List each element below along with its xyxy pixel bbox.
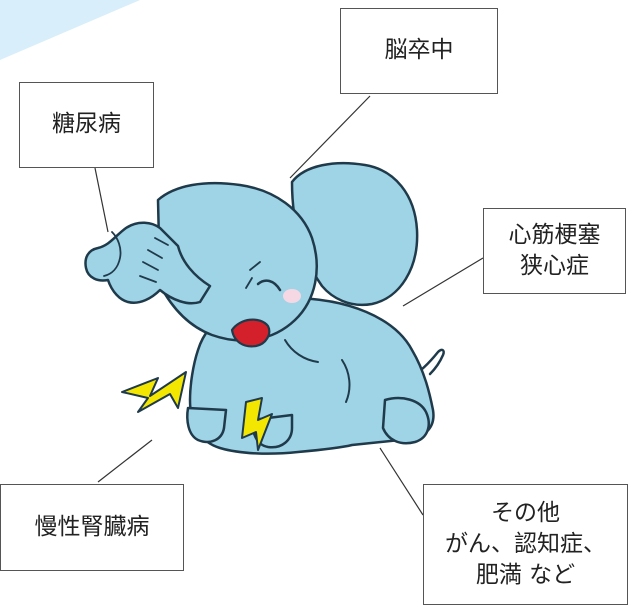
label-kidney: 慢性腎臓病 (0, 484, 184, 571)
label-other: その他 がん、認知症、 肥満 など (423, 484, 628, 605)
leader-line-stroke (289, 95, 371, 179)
label-other-line-1: その他 (491, 499, 560, 526)
lightning-right (241, 397, 273, 451)
elephant-cheek (283, 289, 301, 303)
pain-lightning (121, 371, 273, 451)
label-diabetes-text: 糖尿病 (52, 111, 121, 138)
elephant-back-leg (381, 396, 430, 445)
leader-line-kidney (97, 439, 153, 483)
label-kidney-text: 慢性腎臓病 (34, 513, 150, 540)
label-heart-line-1: 心筋梗塞 (508, 221, 601, 248)
elephant-trunk (84, 221, 212, 305)
elephant-eye (256, 279, 282, 292)
leader-line-diabetes (94, 167, 109, 233)
leader-line-other (379, 447, 424, 516)
corner-accent (0, 0, 140, 60)
label-stroke-text: 脳卒中 (384, 37, 454, 64)
label-heart: 心筋梗塞 狭心症 (483, 208, 626, 294)
elephant-mouth (230, 318, 271, 348)
label-stroke: 脳卒中 (340, 8, 498, 94)
label-diabetes: 糖尿病 (19, 82, 154, 168)
label-heart-line-2: 狭心症 (520, 253, 589, 279)
leader-line-heart (402, 257, 484, 307)
elephant-front-leg-left (186, 406, 228, 444)
label-other-line-2: がん、認知症、 (445, 530, 606, 557)
lightning-left (121, 371, 187, 413)
label-other-line-3: 肥満 など (475, 562, 576, 589)
